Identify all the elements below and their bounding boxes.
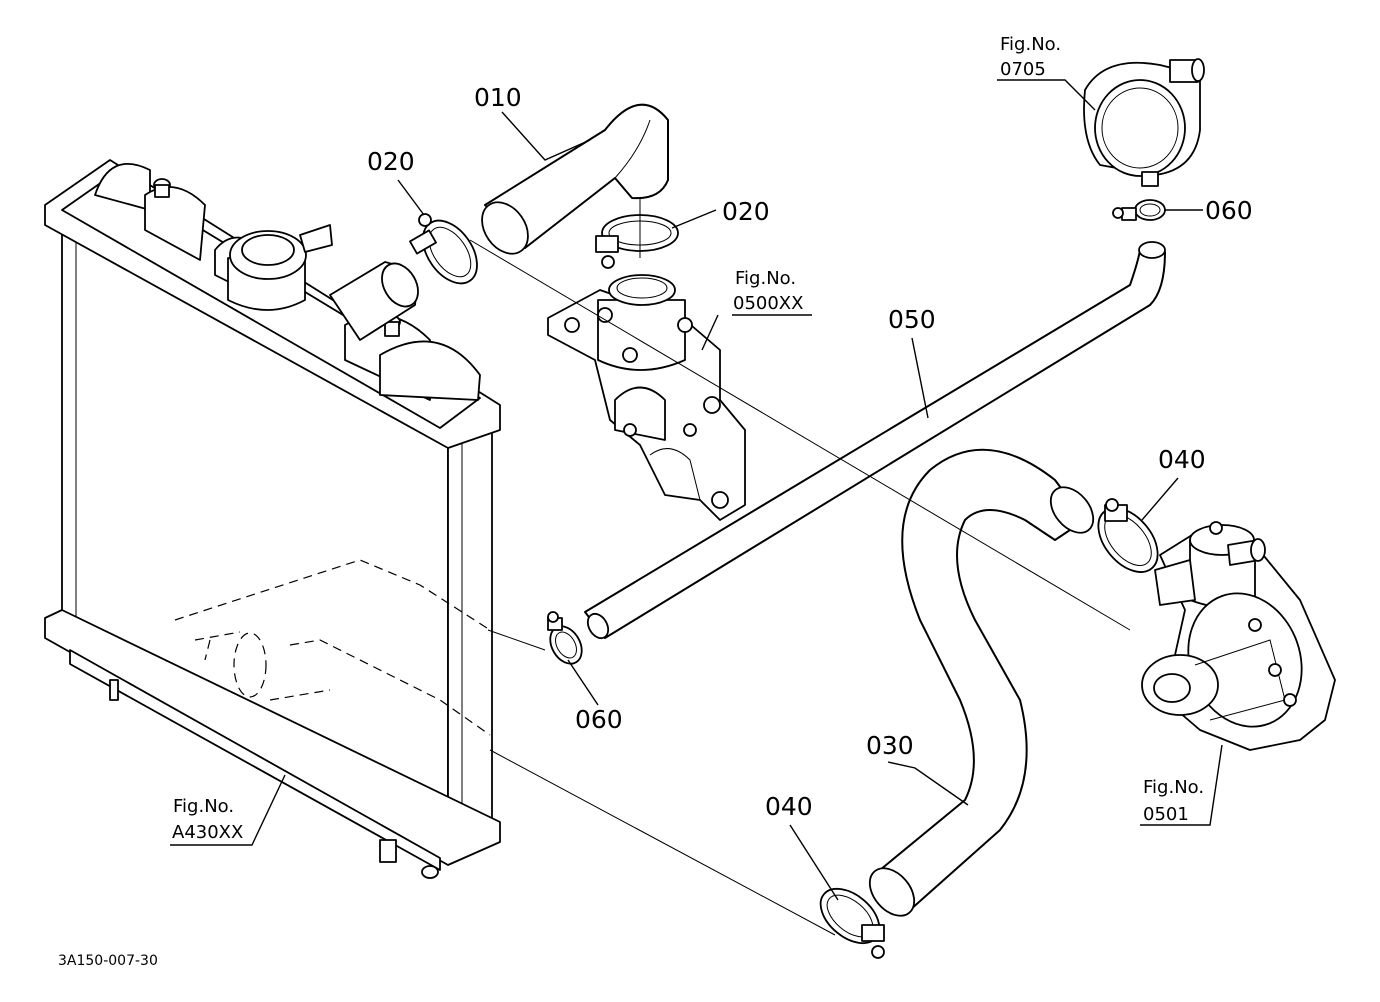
part-040-label-bottom: 040 [765, 792, 813, 821]
water-pump-0501 [1141, 521, 1336, 751]
part-030-label: 030 [866, 731, 914, 760]
leader-lines [170, 79, 1223, 936]
fig-0500xx-label: Fig.No. [735, 268, 796, 289]
part-060-label-bottom: 060 [575, 705, 623, 734]
hose-clamp-040-bottom [819, 887, 885, 959]
hose-clamp-060-bottom [547, 611, 583, 665]
fig-0501-label: Fig.No. [1143, 777, 1204, 798]
part-060-label-top: 060 [1205, 196, 1253, 225]
fig-0705-label: Fig.No. [1000, 34, 1061, 55]
part-020-label-right: 020 [722, 197, 770, 226]
hose-clamp-020-left [409, 213, 478, 285]
part-050-label: 050 [888, 305, 936, 334]
fig-0501-number: 0501 [1143, 804, 1189, 825]
fig-0705-number: 0705 [1000, 59, 1046, 80]
hose-clamp-040-right [1097, 498, 1159, 573]
part-020-label-left: 020 [367, 147, 415, 176]
part-labels: 010 020 020 050 060 040 060 030 040 [367, 83, 1253, 821]
lower-radiator-hose-030 [868, 448, 1095, 917]
part-010-label: 010 [474, 83, 522, 112]
fig-0500xx-number: 0500XX [733, 293, 803, 314]
bypass-hose-050 [584, 241, 1166, 640]
thermostat-housing [547, 274, 746, 521]
water-flange-0705 [1083, 58, 1205, 187]
hose-clamp-060-top [1112, 199, 1166, 221]
hose-clamp-020-right [595, 214, 679, 269]
upper-radiator-hose-010 [481, 103, 669, 255]
figure-references: Fig.No. 0705 Fig.No. 0500XX Fig.No. 0501… [172, 34, 1204, 843]
fig-a430xx-label: Fig.No. [173, 796, 234, 817]
fig-a430xx-number: A430XX [172, 822, 243, 843]
radiator [44, 159, 501, 879]
part-040-label-right: 040 [1158, 445, 1206, 474]
drawing-code: 3A150-007-30 [58, 953, 158, 969]
